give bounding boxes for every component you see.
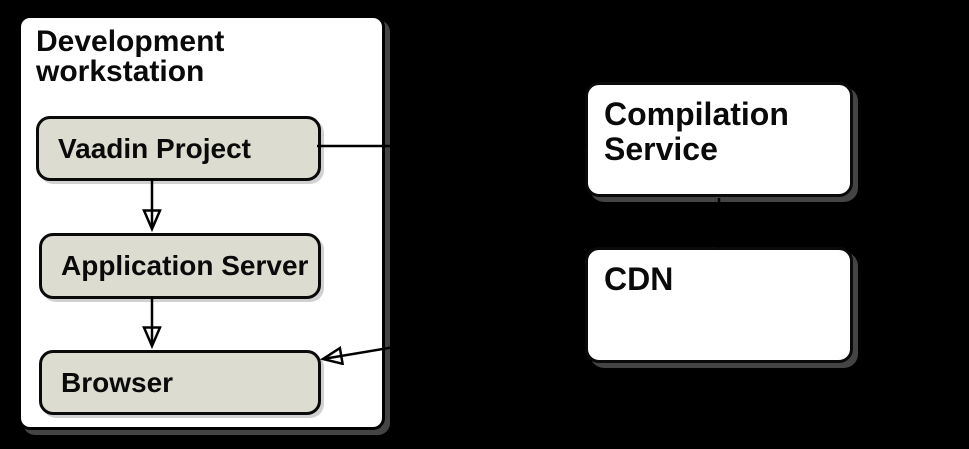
node-label: Compilation Service	[604, 96, 789, 167]
node-label: Browser	[61, 366, 174, 398]
node-cdn: CDN	[585, 247, 853, 363]
node-label: Application Server	[61, 250, 309, 281]
node-browser: Browser	[39, 350, 321, 415]
node-compilation-service: Compilation Service	[585, 82, 853, 197]
node-application-server: Application Server	[39, 233, 321, 299]
node-label: Vaadin Project	[58, 132, 251, 164]
group-development-workstation: Development workstation Vaadin Project A…	[18, 15, 385, 430]
group-title: Development workstation	[36, 25, 225, 88]
node-vaadin-project: Vaadin Project	[36, 116, 321, 181]
node-label: CDN	[604, 261, 674, 297]
